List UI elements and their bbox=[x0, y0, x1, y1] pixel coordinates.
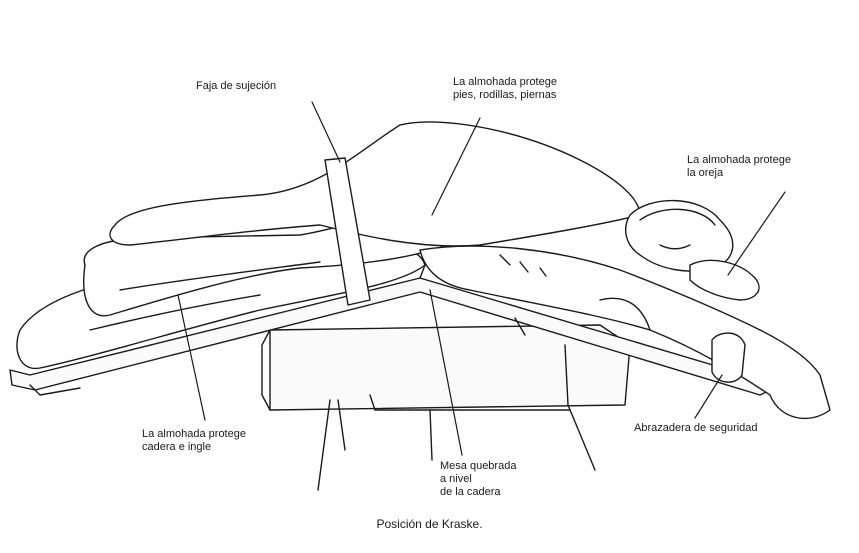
safety-clamp bbox=[712, 333, 745, 382]
label-almohada-cadera: La almohada protege cadera e ingle bbox=[142, 428, 246, 454]
label-faja-sujecion: Faja de sujeción bbox=[196, 80, 276, 93]
label-almohada-pies: La almohada protege pies, rodillas, pier… bbox=[453, 76, 557, 102]
figure-caption: Posición de Kraske. bbox=[0, 517, 859, 531]
label-almohada-oreja: La almohada protege la oreja bbox=[687, 154, 791, 180]
ear-pillow bbox=[690, 260, 759, 300]
label-abrazadera: Abrazadera de seguridad bbox=[634, 422, 758, 435]
label-mesa-quebrada: Mesa quebrada a nivel de la cadera bbox=[440, 460, 516, 499]
